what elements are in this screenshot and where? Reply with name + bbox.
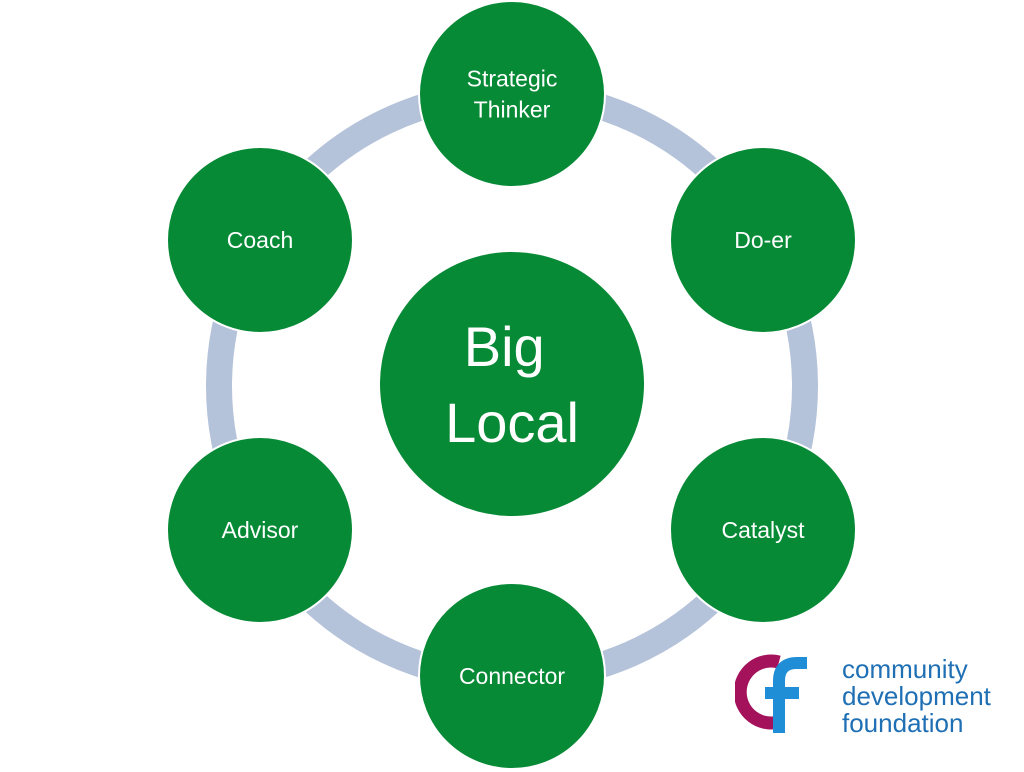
node-label-line: Strategic [467, 66, 558, 92]
logo-line-community: community [842, 654, 968, 684]
f-mark-top [773, 657, 807, 733]
center-node: Big Local [378, 250, 646, 518]
node-advisor: Advisor [166, 436, 354, 624]
node-circle-strategic-thinker [418, 0, 606, 188]
center-label-line-2: Local [445, 391, 579, 454]
node-label-connector: Connector [459, 663, 565, 689]
node-circle-do-er [669, 146, 857, 334]
center-label: Big Local [445, 315, 579, 454]
node-label-line: Do-er [734, 227, 792, 253]
c-mark-arc [735, 654, 781, 730]
node-circle-connector [418, 582, 606, 770]
cdf-logo-mark-icon [735, 654, 807, 733]
node-catalyst: Catalyst [669, 436, 857, 624]
node-connector: Connector [418, 582, 606, 770]
center-label-line-1: Big [464, 315, 545, 378]
node-circle-coach [166, 146, 354, 334]
community-development-foundation-logo: community development foundation [735, 643, 1015, 743]
node-label-coach: Coach [227, 227, 293, 253]
logo-line-development: development [842, 681, 991, 711]
node-label-line: Catalyst [721, 517, 805, 543]
node-do-er: Do-er [669, 146, 857, 334]
node-label-line: Advisor [222, 517, 299, 543]
node-label-do-er: Do-er [734, 227, 792, 253]
logo-line-foundation: foundation [842, 708, 964, 738]
node-circle-catalyst [669, 436, 857, 624]
logo-wordmark: community development foundation [842, 656, 991, 737]
node-label-line: Thinker [474, 97, 551, 123]
node-label-catalyst: Catalyst [721, 517, 805, 543]
node-circle-advisor [166, 436, 354, 624]
node-label-line: Connector [459, 663, 565, 689]
node-coach: Coach [166, 146, 354, 334]
center-circle [378, 250, 646, 518]
node-label-advisor: Advisor [222, 517, 299, 543]
node-label-line: Coach [227, 227, 293, 253]
